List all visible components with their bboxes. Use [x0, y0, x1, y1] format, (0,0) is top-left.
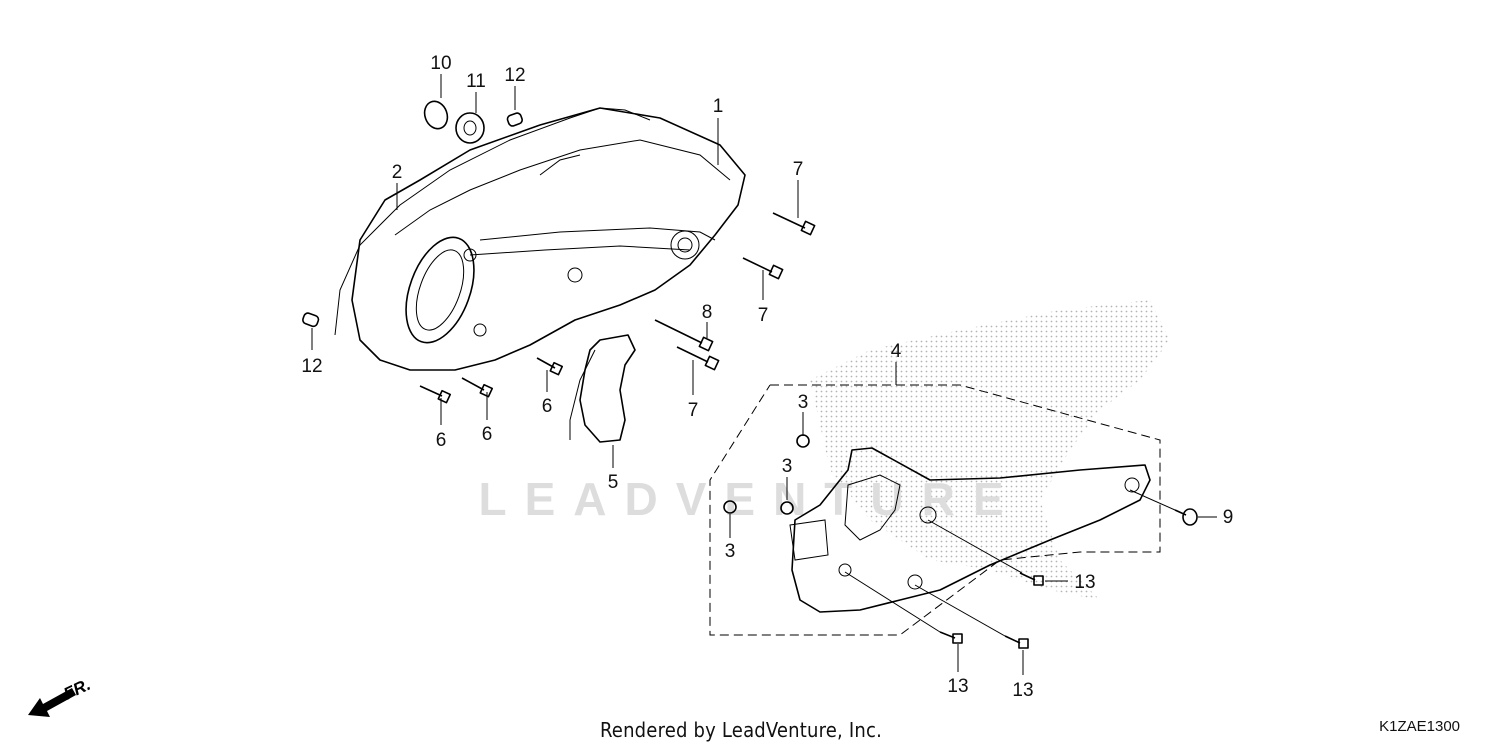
seal-ring — [579, 334, 636, 443]
bolt-7b — [742, 257, 784, 280]
bolt-9 — [1174, 508, 1198, 526]
callout-5: 5 — [608, 472, 619, 493]
callout-2: 2 — [392, 162, 403, 183]
callout-12-left: 12 — [301, 356, 322, 377]
bolt-13c — [1004, 635, 1029, 649]
callout-7-middle: 7 — [758, 305, 769, 326]
bolt-13b — [939, 631, 963, 644]
bolt-7a — [772, 212, 816, 236]
callout-3-middle: 3 — [782, 456, 793, 477]
callout-3-lower: 3 — [725, 541, 736, 562]
dowel-pin-upper — [506, 112, 523, 127]
dowel-pin-left — [302, 312, 320, 328]
side-cover — [789, 447, 1151, 613]
callout-8: 8 — [702, 302, 713, 323]
callout-10: 10 — [430, 53, 451, 74]
callout-13-bottom: 13 — [1012, 680, 1033, 701]
callout-1: 1 — [713, 96, 724, 117]
nut-3c — [723, 500, 737, 514]
bolt-7c — [676, 346, 720, 371]
watermark-text: LEADVENTURE — [478, 473, 1021, 525]
footer-credit: Rendered by LeadVenture, Inc. — [600, 718, 882, 742]
cover-gasket — [334, 107, 651, 336]
callout-6-left: 6 — [436, 430, 447, 451]
callout-3-upper: 3 — [798, 392, 809, 413]
snap-ring — [423, 100, 449, 130]
leader-lines — [311, 74, 1217, 675]
callout-11: 11 — [466, 71, 486, 92]
bearing — [455, 112, 485, 144]
callout-7-top: 7 — [793, 159, 804, 180]
callout-9: 9 — [1223, 507, 1234, 528]
callout-6-middle: 6 — [482, 424, 493, 445]
callout-7-lower: 7 — [688, 400, 699, 421]
bolt-6c — [419, 385, 452, 404]
nut-3a — [796, 434, 810, 448]
diagram-code: K1ZAE1300 — [1379, 718, 1460, 735]
callout-6-right: 6 — [542, 396, 553, 417]
nut-3b — [780, 501, 794, 515]
callout-12-top: 12 — [504, 65, 525, 86]
bolt-6b — [461, 377, 494, 398]
bolt-8 — [654, 319, 714, 352]
callout-labels: 1 2 3 3 3 4 5 6 6 6 7 7 7 8 9 10 11 12 1… — [301, 53, 1233, 701]
front-direction-arrow-icon: FR. — [28, 675, 94, 717]
callout-13-left: 13 — [947, 676, 968, 697]
callout-4: 4 — [891, 341, 902, 362]
left-crankcase-cover — [351, 107, 746, 371]
bolt-13a — [1019, 572, 1044, 586]
bolt-6a — [536, 357, 564, 376]
callout-13-right: 13 — [1074, 572, 1095, 593]
watermark-stipple — [810, 300, 1170, 600]
